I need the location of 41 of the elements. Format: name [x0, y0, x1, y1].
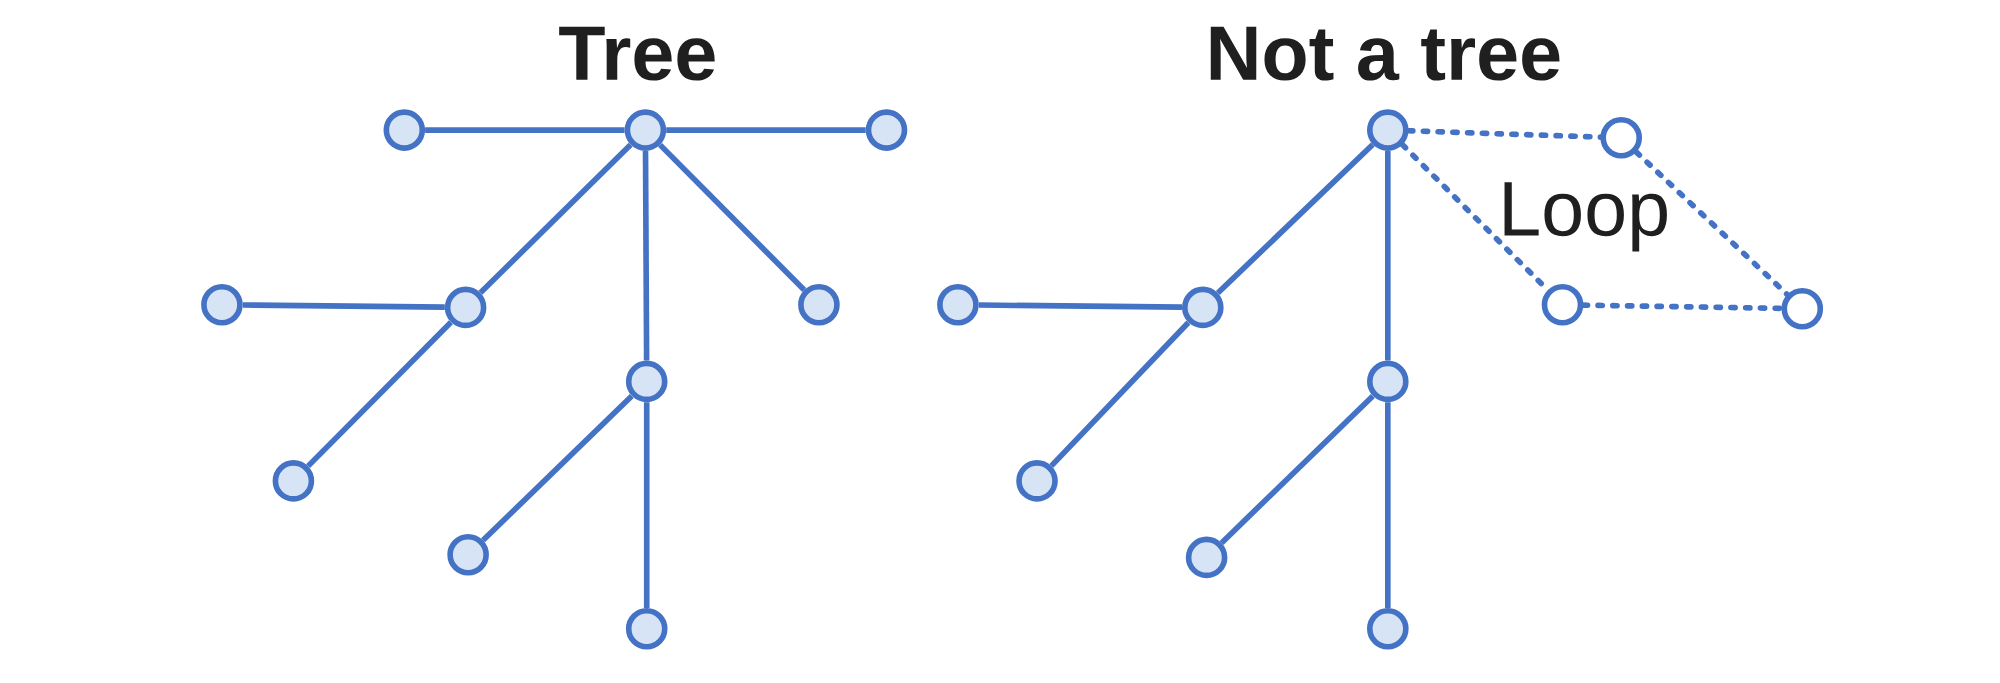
edge-line — [481, 393, 634, 543]
graph-node — [447, 534, 489, 576]
graph-node — [625, 608, 668, 650]
edge-line — [1049, 320, 1191, 468]
graph-node — [937, 284, 979, 326]
graph-node — [1600, 117, 1642, 159]
graph-node — [865, 109, 908, 151]
graph-node — [1781, 287, 1824, 330]
loop-label: Loop — [1504, 182, 1667, 252]
edge-line — [1385, 402, 1391, 608]
graph-node — [1185, 536, 1228, 579]
graph-node — [1541, 284, 1584, 326]
dotted-edge — [1405, 127, 1604, 140]
graph-node — [798, 284, 840, 326]
heading: Not a tree — [1210, 26, 1560, 81]
edge-line — [1219, 393, 1375, 545]
graph-node — [625, 360, 668, 403]
graph-node — [272, 460, 315, 502]
graph-node — [444, 286, 487, 329]
graph-node — [1182, 286, 1224, 329]
edge-line — [658, 142, 807, 292]
edge-line — [478, 142, 633, 295]
heading: Tree — [559, 26, 715, 81]
graph-node — [383, 109, 426, 151]
edge-line — [642, 150, 650, 361]
edge-line — [643, 402, 650, 608]
dotted-edge — [1633, 149, 1790, 298]
graph-node — [1367, 109, 1409, 151]
graph-node — [1016, 460, 1058, 502]
edge-line — [1385, 150, 1391, 361]
edge-line — [666, 127, 866, 133]
edge-line — [425, 127, 625, 133]
dotted-edge — [1580, 302, 1785, 312]
graph-node — [1367, 360, 1409, 403]
edge-line — [978, 302, 1183, 310]
edge-line — [1215, 142, 1375, 296]
graph-node — [624, 109, 667, 151]
edge-line — [306, 320, 453, 469]
graph-node — [1367, 608, 1409, 650]
graph-node — [201, 284, 243, 326]
edge-line — [242, 302, 445, 310]
